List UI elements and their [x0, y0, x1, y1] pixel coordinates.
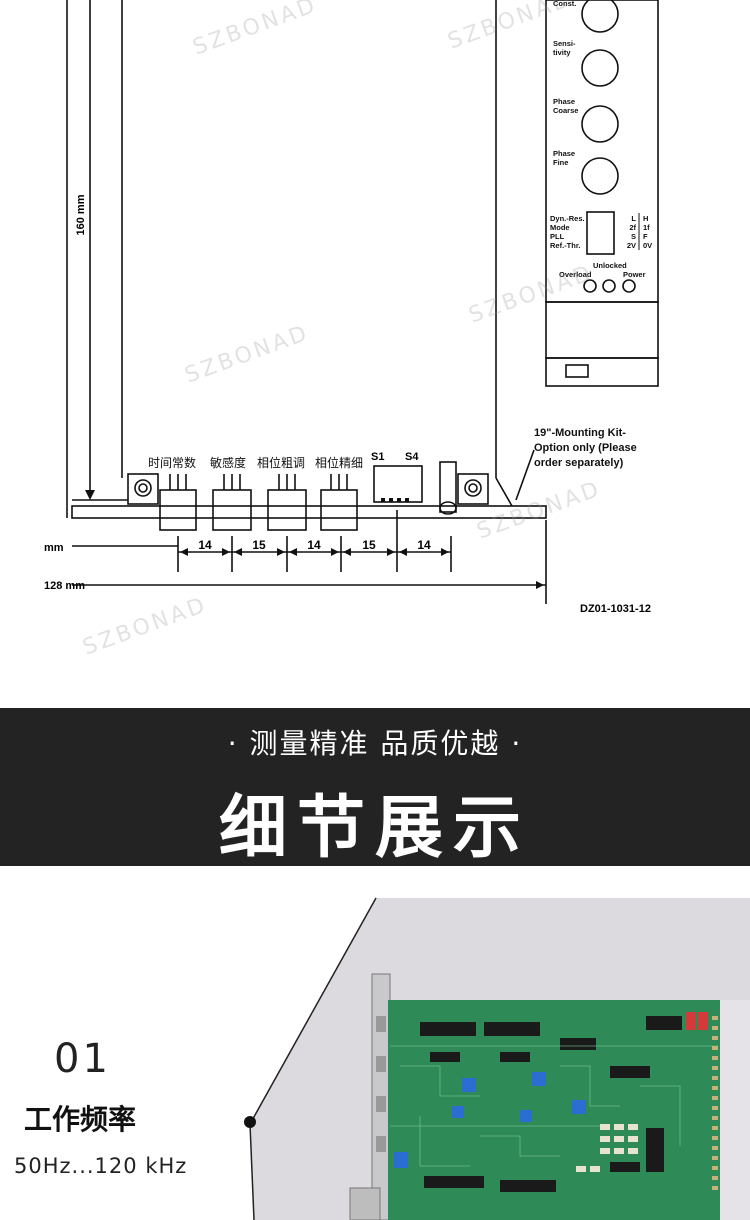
panel-label-unlocked: Unlocked	[593, 261, 627, 270]
bullet-dot	[244, 1116, 256, 1128]
panel-switch-label: Ref.-Thr.	[550, 241, 580, 250]
panel-switch-value: H	[643, 214, 648, 223]
panel-label-phase-fine: Phase	[553, 149, 575, 158]
panel-label-phase-fine: Fine	[553, 158, 568, 167]
spacing-label: 14	[417, 538, 431, 552]
panel-switch-value: F	[643, 232, 648, 241]
feature-value: 50Hz...120 kHz	[14, 1154, 188, 1178]
banner-subtitle: · 测量精准 品质优越 ·	[227, 727, 523, 760]
switch-label-s1: S1	[371, 451, 384, 463]
panel-switch-label: Dyn.-Res.	[550, 214, 585, 223]
detail-section: 01 工作频率 50Hz...120 kHz	[0, 866, 750, 1220]
technical-drawing: 160 mm mm 128 mm 14 15 14 15 14 时间常数 敏感度…	[44, 0, 659, 661]
panel-switch-value: 1f	[643, 223, 650, 232]
panel-switch-value: 2V	[627, 241, 636, 250]
mounting-note: 19"-Mounting Kit-	[534, 427, 626, 439]
panel-switch-label: Mode	[550, 223, 570, 232]
board-edge-connector	[720, 1000, 750, 1220]
panel-label-sensitivity: Sensi-	[553, 39, 576, 48]
height-dimension-label: 160 mm	[75, 194, 87, 235]
drawing-svg: 160 mm mm 128 mm 14 15 14 15 14 时间常数 敏感度…	[44, 0, 659, 615]
mounting-note: Option only (Please	[534, 442, 637, 454]
spacing-label: 15	[362, 538, 376, 552]
connector-label: 时间常数	[148, 455, 196, 470]
panel-label-power: Power	[623, 270, 646, 279]
mounting-note: order separately)	[534, 457, 624, 469]
panel-switch-label: PLL	[550, 232, 565, 241]
spacing-label: 14	[198, 538, 212, 552]
panel-switch-value: L	[631, 214, 636, 223]
panel-label-phase-coarse: Coarse	[553, 106, 578, 115]
feature-number: 01	[54, 1036, 111, 1082]
panel-switch-value: 0V	[643, 241, 652, 250]
panel-label-const: Const.	[553, 0, 576, 8]
panel-label-sensitivity: tivity	[553, 48, 571, 57]
section-banner: · 测量精准 品质优越 · 细节展示	[0, 708, 750, 868]
spacing-label: 14	[307, 538, 321, 552]
connector-label: 敏感度	[210, 455, 246, 470]
panel-label-overload: Overload	[559, 270, 592, 279]
banner-title: 细节展示	[218, 789, 531, 868]
product-photo	[244, 897, 750, 1220]
connector-label: 相位粗调	[257, 455, 305, 470]
spacing-label: 15	[252, 538, 266, 552]
switch-label-s4: S4	[405, 451, 419, 463]
width-dimension-label: 128 mm	[44, 580, 85, 592]
feature-name: 工作频率	[24, 1103, 137, 1136]
connector-label: 相位精细	[315, 455, 363, 470]
drawing-code: DZ01-1031-12	[580, 603, 651, 615]
panel-switch-value: 2f	[629, 223, 636, 232]
panel-switch-value: S	[631, 232, 636, 241]
partial-width-label: mm	[44, 542, 64, 554]
panel-label-phase-coarse: Phase	[553, 97, 575, 106]
